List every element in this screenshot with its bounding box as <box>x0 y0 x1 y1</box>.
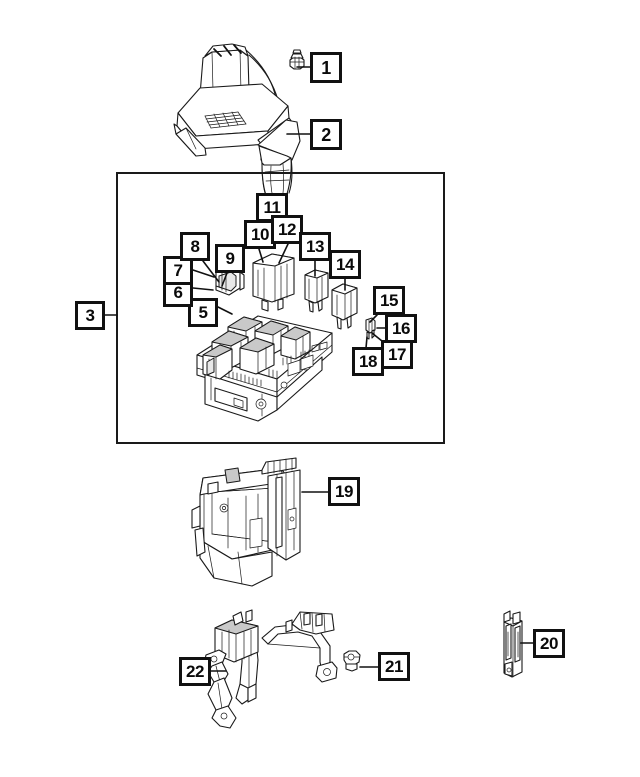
callout-8[interactable]: 8 <box>180 232 210 261</box>
callout-17[interactable]: 17 <box>381 340 413 369</box>
callout-2[interactable]: 2 <box>310 119 342 150</box>
callout-1[interactable]: 1 <box>310 52 342 83</box>
callout-leader-lines <box>104 66 534 672</box>
callout-3[interactable]: 3 <box>75 301 105 330</box>
callout-7[interactable]: 7 <box>163 256 193 285</box>
callout-9[interactable]: 9 <box>215 244 245 273</box>
callout-14[interactable]: 14 <box>329 250 361 279</box>
callout-13[interactable]: 13 <box>299 232 331 261</box>
callout-12[interactable]: 12 <box>271 215 303 244</box>
callout-5[interactable]: 5 <box>188 298 218 327</box>
assembly-frame-box <box>116 172 445 444</box>
figure-retainer-clip <box>503 610 523 678</box>
callout-15[interactable]: 15 <box>373 286 405 315</box>
callout-16[interactable]: 16 <box>385 314 417 343</box>
callout-22[interactable]: 22 <box>179 657 211 686</box>
callout-19[interactable]: 19 <box>328 477 360 506</box>
figure-battery-cable <box>203 609 361 729</box>
figure-fuse-box-components <box>196 253 376 422</box>
callout-20[interactable]: 20 <box>533 629 565 658</box>
callout-21[interactable]: 21 <box>378 652 410 681</box>
fuse-cavities <box>228 341 328 387</box>
figure-pdc-housing-tray <box>191 457 301 587</box>
housing-fins <box>261 457 301 561</box>
callout-18[interactable]: 18 <box>352 347 384 376</box>
figure-air-cleaner-cover <box>173 43 305 201</box>
relay-row-front <box>202 344 233 380</box>
